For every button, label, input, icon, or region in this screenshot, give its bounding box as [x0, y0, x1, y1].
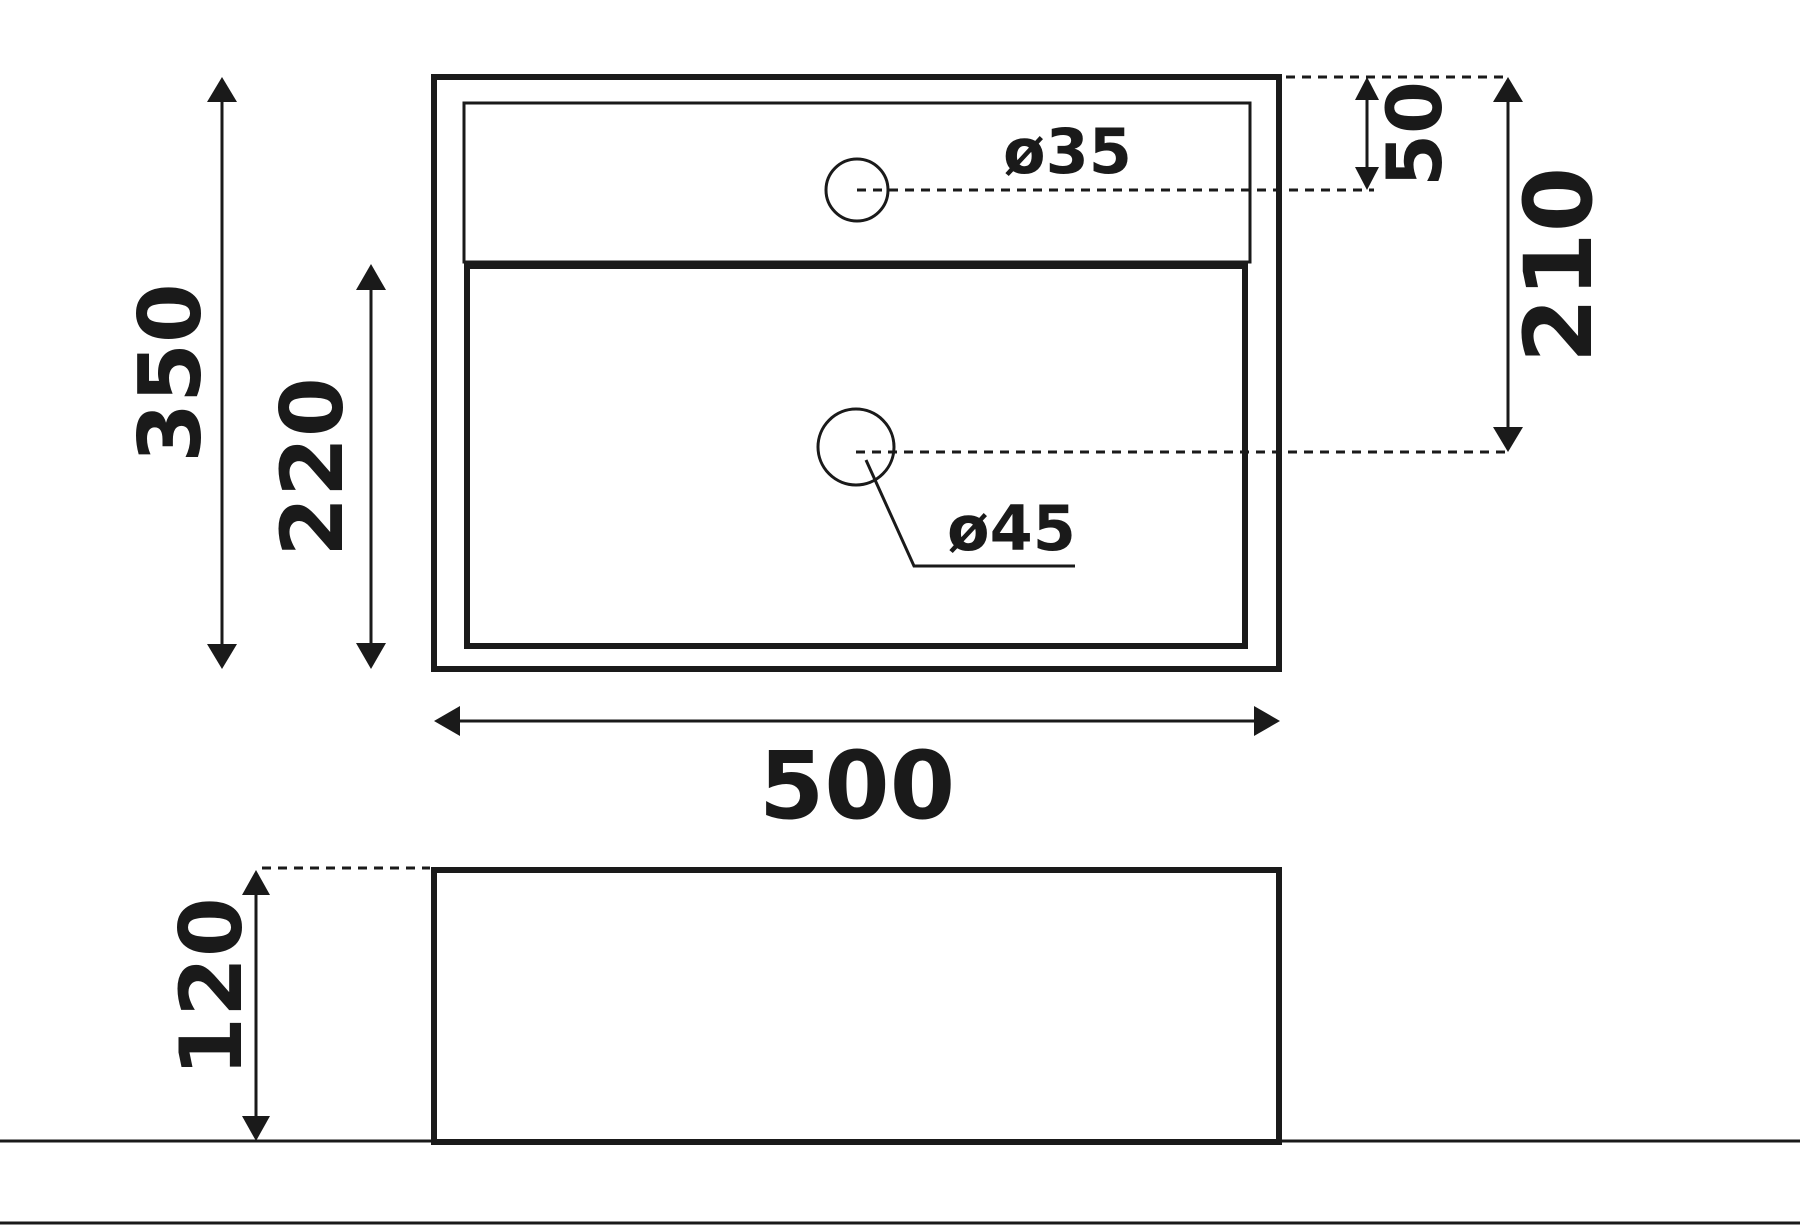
bowl-depth-dimension: 220 — [263, 264, 386, 669]
width-label: 500 — [759, 732, 955, 841]
basin-side-outline — [431, 867, 1282, 1145]
height-label: 120 — [162, 897, 262, 1077]
tap-hole-label: ø35 — [1003, 115, 1132, 188]
bowl-depth-arrow-top — [356, 264, 386, 290]
top-view: ø35 ø45 — [431, 74, 1508, 672]
height-arrow-bottom — [242, 1116, 270, 1141]
height-dimension: 120 — [162, 870, 270, 1141]
drain-leader-line — [864, 459, 1075, 568]
width-arrow-right — [1254, 706, 1280, 736]
drain-hole — [816, 407, 896, 487]
height-arrow-top — [242, 870, 270, 895]
tap-hole — [824, 157, 890, 223]
tap-deck-outline — [462, 101, 1252, 264]
width-arrow-left — [434, 706, 460, 736]
drain-offset-arrow-bottom — [1493, 427, 1523, 452]
drain-offset-label: 210 — [1505, 167, 1614, 363]
drain-hole-label: ø45 — [947, 492, 1076, 565]
tap-offset-arrow-top — [1355, 77, 1379, 100]
tap-offset-dimension: 50 — [1355, 77, 1459, 190]
depth-dimension: 350 — [121, 77, 237, 669]
drain-offset-arrow-top — [1493, 77, 1523, 102]
bowl-depth-label: 220 — [263, 377, 363, 557]
width-dimension: 500 — [434, 706, 1280, 841]
bowl-outline — [464, 263, 1248, 649]
tap-offset-arrow-bottom — [1355, 167, 1379, 190]
drain-offset-dimension: 210 — [1493, 77, 1614, 452]
basin-outer-outline — [431, 74, 1282, 672]
tap-offset-label: 50 — [1370, 81, 1459, 187]
depth-arrow-top — [207, 77, 237, 102]
depth-arrow-bottom — [207, 644, 237, 669]
side-view — [0, 866, 1800, 1225]
depth-label: 350 — [121, 283, 221, 463]
bowl-depth-arrow-bottom — [356, 643, 386, 669]
